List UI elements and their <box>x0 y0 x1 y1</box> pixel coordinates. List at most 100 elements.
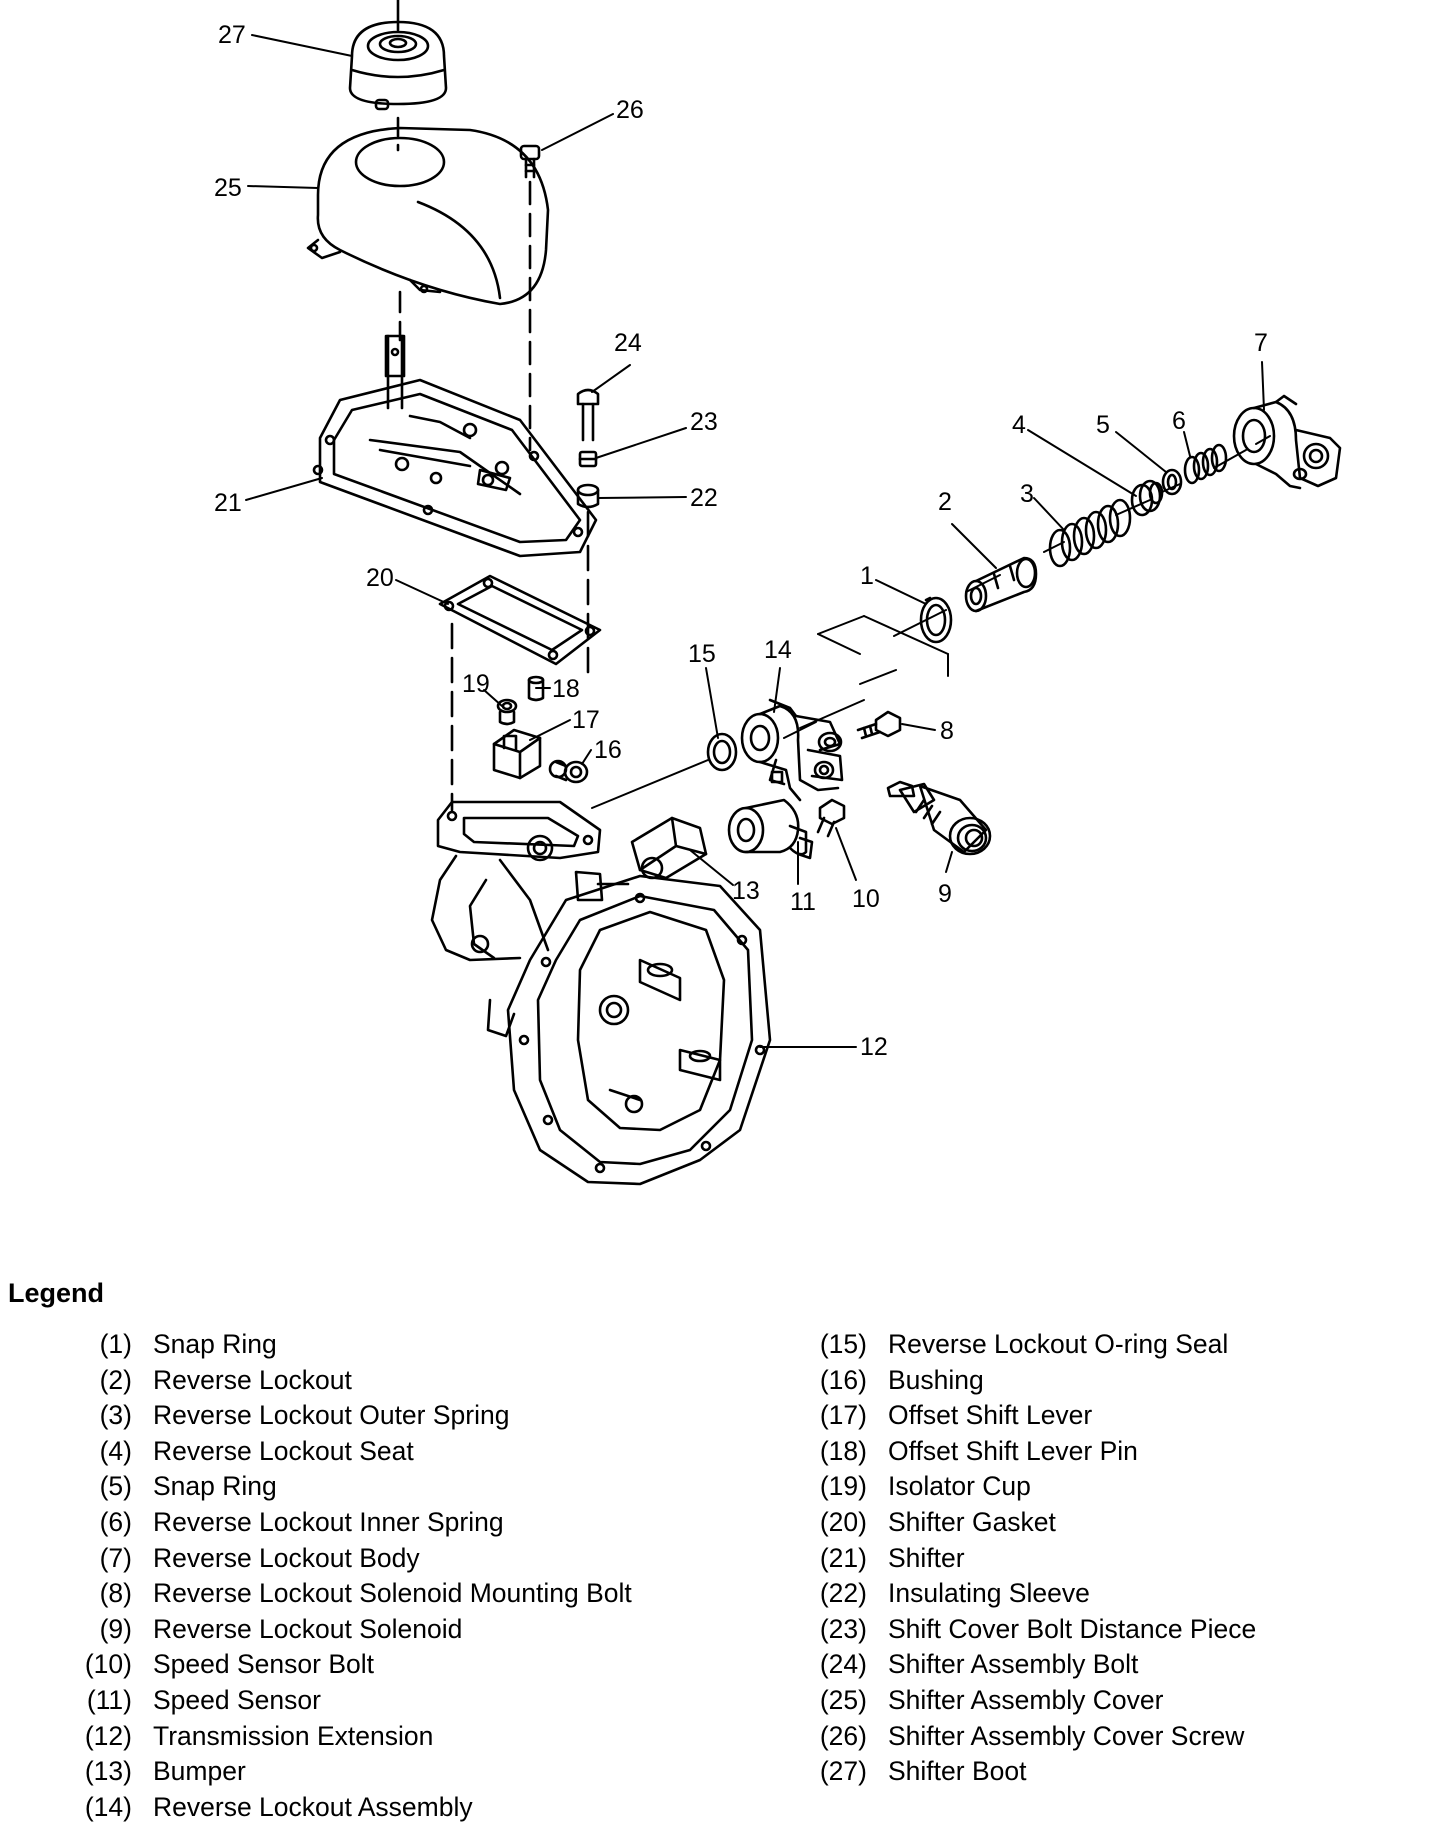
legend-item: (13) Bumper <box>40 1754 632 1790</box>
legend-item: (1)Snap Ring <box>40 1327 632 1363</box>
callout-22: 22 <box>690 484 718 512</box>
legend-item: (14) Reverse Lockout Assembly <box>40 1790 632 1825</box>
callout-11: 11 <box>790 888 816 916</box>
legend-item: (8)Reverse Lockout Solenoid Mounting Bol… <box>40 1576 632 1612</box>
legend-item: (5)Snap Ring <box>40 1469 632 1505</box>
legend-label: Reverse Lockout Inner Spring <box>153 1506 504 1537</box>
snap-ring-1-part <box>919 596 953 644</box>
shifter-boot-part <box>348 0 448 152</box>
legend-item: (10)Speed Sensor Bolt <box>40 1647 632 1683</box>
callout-26: 26 <box>616 96 644 124</box>
legend-item: (12)Transmission Extension <box>40 1719 632 1755</box>
legend-number: (14) <box>84 1791 132 1822</box>
leader-lines <box>245 34 1265 1048</box>
callout-14: 14 <box>764 636 792 664</box>
shifter-gasket-part <box>438 574 602 812</box>
legend-item: (6) Reverse Lockout Inner Spring <box>40 1505 632 1541</box>
legend-item: (11) Speed Sensor <box>40 1683 632 1719</box>
bushing-part <box>548 759 589 784</box>
legend-number: (17) <box>819 1400 867 1431</box>
callout-18: 18 <box>552 675 580 703</box>
legend-item: (16) Bushing <box>795 1363 1256 1399</box>
callout-10: 10 <box>852 885 880 913</box>
callout-1: 1 <box>860 562 874 590</box>
legend-item: (17) Offset Shift Lever <box>795 1398 1256 1434</box>
legend-label: Reverse Lockout Solenoid <box>153 1613 463 1644</box>
lockout-solenoid-part <box>886 780 992 856</box>
callout-21: 21 <box>214 489 242 517</box>
inner-spring-part <box>1183 443 1228 485</box>
shifter-part <box>312 334 598 558</box>
legend-number: (15) <box>819 1329 867 1359</box>
legend-number: (27) <box>819 1756 867 1787</box>
legend-label: Reverse Lockout <box>153 1364 352 1395</box>
legend-label: Bumper <box>153 1756 246 1787</box>
legend-number: (13) <box>84 1756 132 1787</box>
callout-3: 3 <box>1020 480 1034 508</box>
legend-label: Reverse Lockout Body <box>153 1542 420 1573</box>
bumper-part <box>630 816 708 880</box>
solenoid-bolt-part <box>856 710 902 740</box>
callout-23: 23 <box>690 408 718 436</box>
legend-number: (11) <box>86 1684 132 1715</box>
speed-sensor-bolt-part <box>816 798 846 838</box>
legend-number: (19) <box>819 1471 867 1502</box>
exploded-diagram: 27 26 25 24 23 22 21 20 19 18 17 16 15 1… <box>214 0 1342 1186</box>
insulating-sleeve-part <box>576 483 600 682</box>
shifter-cover-part <box>306 126 550 452</box>
callout-4: 4 <box>1012 411 1026 439</box>
legend-item: (25)Shifter Assembly Cover <box>795 1683 1256 1719</box>
legend-item: (19)Isolator Cup <box>795 1469 1256 1505</box>
callout-24: 24 <box>614 329 642 357</box>
legend-number: (16) <box>819 1364 867 1395</box>
legend-number: (26) <box>819 1720 867 1751</box>
callout-25: 25 <box>214 174 242 202</box>
lockout-seat-part <box>1130 479 1164 517</box>
legend-label: Snap Ring <box>153 1471 277 1502</box>
legend-label: Offset Shift Lever <box>888 1400 1093 1431</box>
legend-item: (15)Reverse Lockout O-ring Seal <box>795 1327 1256 1363</box>
legend-label: Shifter Gasket <box>888 1506 1056 1537</box>
callout-6: 6 <box>1172 407 1186 435</box>
legend-number: (12) <box>84 1720 132 1751</box>
callout-13: 13 <box>732 877 760 905</box>
oring-seal-part <box>706 732 738 772</box>
callout-9: 9 <box>938 880 952 908</box>
legend-number: (6) <box>99 1506 132 1537</box>
legend-number: (1) <box>99 1329 132 1359</box>
legend-number: (21) <box>819 1542 867 1573</box>
lockout-body-part <box>1232 394 1342 490</box>
shifter-bolt-part <box>576 388 600 442</box>
callout-15: 15 <box>688 640 716 668</box>
legend-item: (21)Shifter <box>795 1541 1256 1577</box>
legend-number: (4) <box>99 1435 132 1466</box>
legend-label: Offset Shift Lever Pin <box>888 1435 1138 1466</box>
callout-7: 7 <box>1254 329 1268 357</box>
callout-19: 19 <box>462 670 490 698</box>
legend-label: Bushing <box>888 1364 984 1395</box>
legend-label: Speed Sensor <box>153 1684 321 1715</box>
legend-item: (9) Reverse Lockout Solenoid <box>40 1612 632 1648</box>
legend-item: (22)Insulating Sleeve <box>795 1576 1256 1612</box>
legend-number: (22) <box>819 1578 867 1609</box>
legend-number: (9) <box>99 1613 132 1644</box>
callout-2: 2 <box>938 488 952 516</box>
legend-label: Reverse Lockout Assembly <box>153 1791 473 1822</box>
callout-5: 5 <box>1096 411 1110 439</box>
legend-item: (23)Shift Cover Bolt Distance Piece <box>795 1612 1256 1648</box>
legend-item: (24)Shifter Assembly Bolt <box>795 1647 1256 1683</box>
legend-label: Reverse Lockout Outer Spring <box>153 1400 510 1431</box>
callout-16: 16 <box>594 736 622 764</box>
callout-8: 8 <box>940 717 954 745</box>
legend-left-column: (1)Snap Ring (2)Reverse Lockout (3)Rever… <box>40 1327 632 1825</box>
offset-shift-lever-part <box>492 728 542 780</box>
legend-right-column: (15)Reverse Lockout O-ring Seal (16) Bush… <box>795 1327 1256 1790</box>
legend-number: (8) <box>99 1578 132 1609</box>
legend-item: (27)Shifter Boot <box>795 1754 1256 1790</box>
legend-number: (2) <box>99 1364 132 1395</box>
legend-item: (4)Reverse Lockout Seat <box>40 1434 632 1470</box>
speed-sensor-part <box>727 798 814 860</box>
callout-12: 12 <box>860 1033 888 1061</box>
legend-number: (25) <box>819 1684 867 1715</box>
legend-item: (7)Reverse Lockout Body <box>40 1541 632 1577</box>
